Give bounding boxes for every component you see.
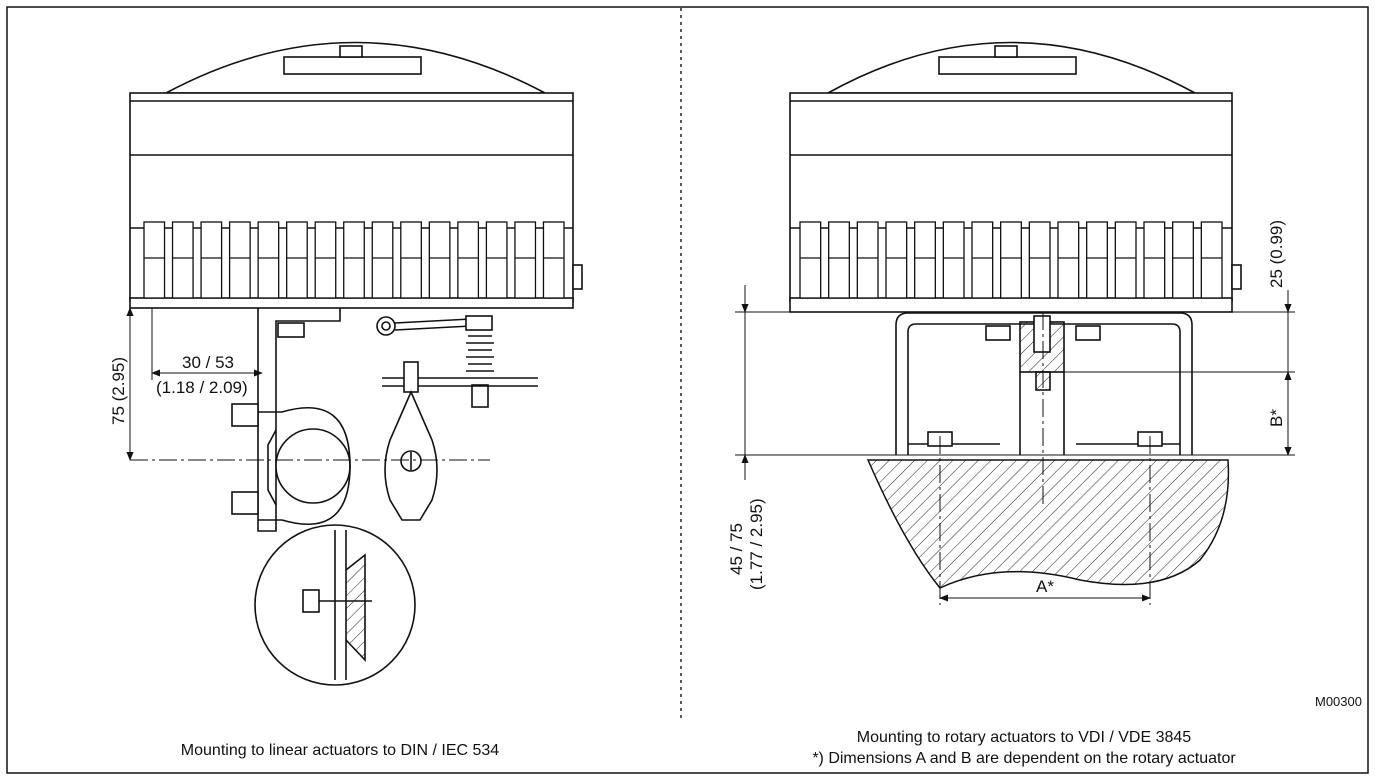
right-dimensions — [735, 285, 1295, 602]
right-caption-2: *) Dimensions A and B are dependent on t… — [812, 750, 1236, 767]
cooling-fin — [885, 221, 908, 299]
left-dim-height: 75 (2.95) — [109, 357, 128, 425]
right-dim-b: B* — [1267, 409, 1286, 427]
cooling-fin — [1172, 221, 1194, 299]
cooling-fin — [314, 221, 337, 299]
cooling-fin — [514, 221, 537, 299]
cooling-fin — [1114, 221, 1137, 299]
cooling-fin — [856, 221, 879, 299]
cooling-fin — [914, 221, 936, 299]
right-dim-height-2: (1.77 / 2.95) — [747, 498, 766, 590]
cooling-fin — [1143, 221, 1166, 299]
cooling-fin — [371, 221, 394, 299]
left-dimensions — [126, 307, 263, 461]
right-drawing-rotary — [789, 41, 1242, 455]
cooling-fin — [143, 221, 166, 299]
right-dim-height-1: 45 / 75 — [727, 523, 746, 575]
cooling-fin — [171, 221, 194, 299]
cooling-fin — [485, 221, 508, 299]
cooling-fin — [200, 221, 223, 299]
cooling-fin — [343, 221, 365, 299]
cooling-fin — [286, 221, 308, 299]
right-centerlines — [939, 312, 1151, 605]
cooling-fin — [1057, 221, 1080, 299]
left-dim-offset: 30 / 53 — [182, 353, 234, 372]
cooling-fin — [400, 221, 422, 299]
drawing-ref: M00300 — [1315, 694, 1362, 709]
cooling-fin — [971, 221, 994, 299]
cooling-fin — [457, 221, 480, 299]
cooling-fin — [799, 221, 822, 299]
cooling-fin — [942, 221, 965, 299]
left-caption: Mounting to linear actuators to DIN / IE… — [181, 742, 499, 759]
right-dim-a: A* — [1036, 577, 1054, 596]
right-dim-top: 25 (0.99) — [1267, 220, 1286, 288]
left-dim-offset-in: (1.18 / 2.09) — [156, 378, 248, 397]
cooling-fin — [542, 221, 565, 299]
cooling-fin — [1028, 221, 1051, 299]
cooling-fin — [428, 221, 451, 299]
cooling-fin — [228, 221, 251, 299]
cooling-fin — [828, 221, 850, 299]
cooling-fin — [1086, 221, 1108, 299]
actuator-base — [866, 459, 1230, 589]
cooling-fin — [1000, 221, 1022, 299]
outer-frame — [6, 6, 1369, 774]
cooling-fin — [1200, 221, 1223, 299]
cooling-fin — [257, 221, 280, 299]
right-caption-1: Mounting to rotary actuators to VDI / VD… — [857, 729, 1191, 746]
left-drawing-linear — [129, 41, 583, 686]
